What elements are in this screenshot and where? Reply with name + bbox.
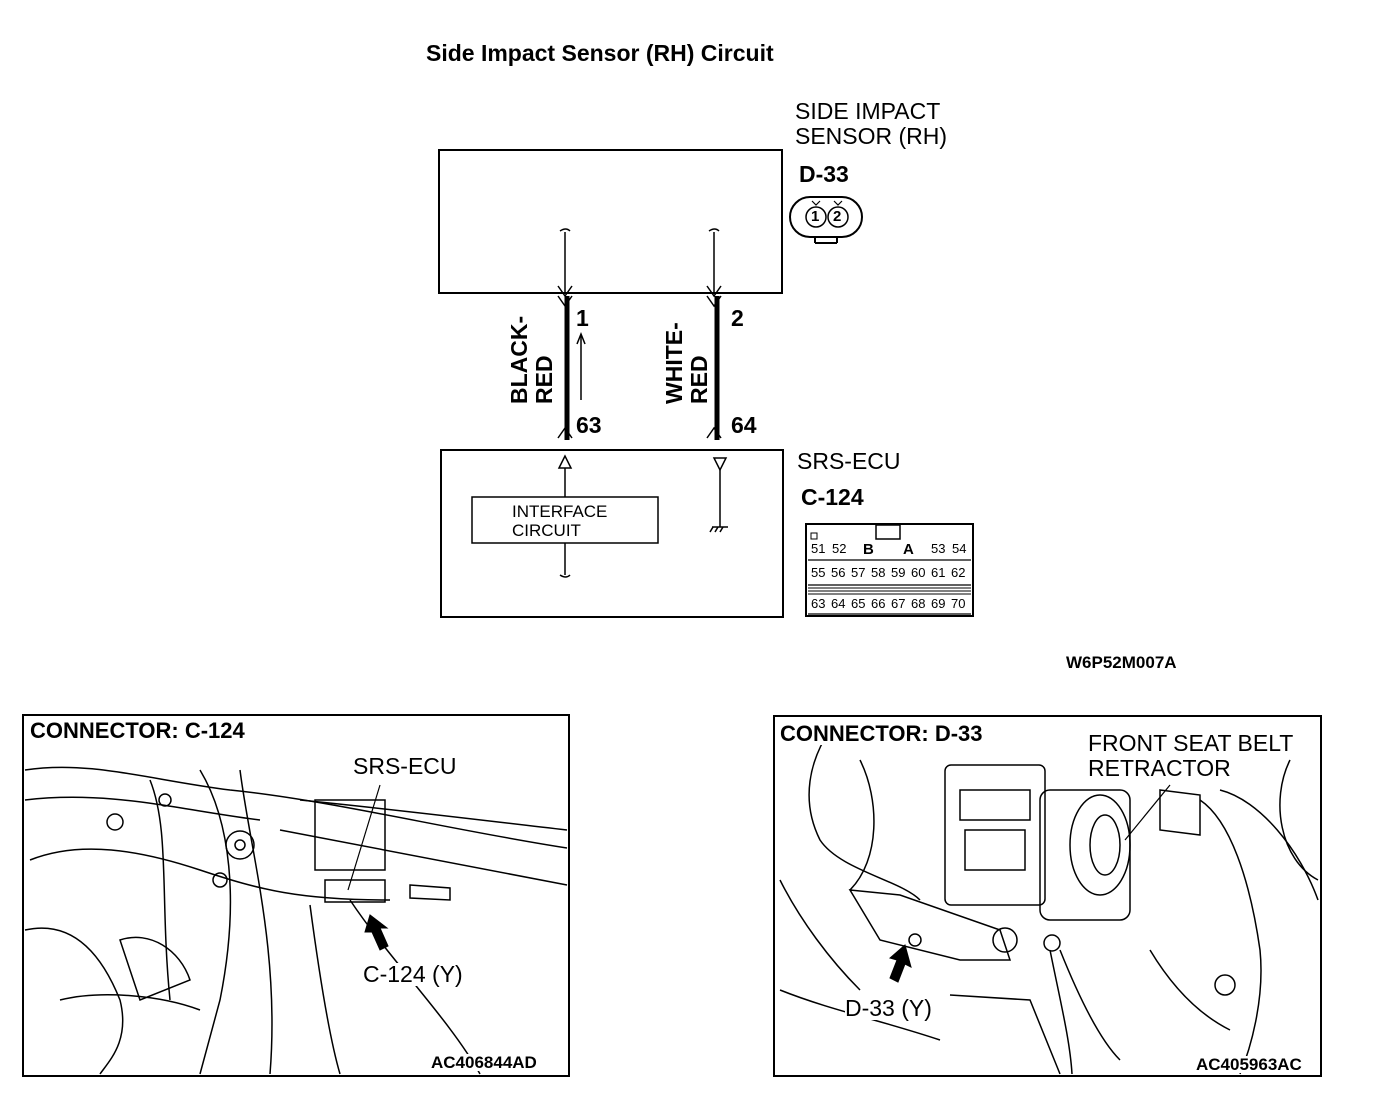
panel-c124-part-label: SRS-ECU — [353, 753, 457, 779]
c124-pin: 59 — [891, 565, 906, 580]
c124-pin: 64 — [831, 596, 846, 611]
sensor-label-line1: SIDE IMPACT — [795, 98, 941, 124]
sensor-pin-2: 2 — [833, 208, 842, 225]
c124-pin: 68 — [911, 596, 926, 611]
c124-pin: 60 — [911, 565, 926, 580]
diagram-title: Side Impact Sensor (RH) Circuit — [426, 40, 774, 66]
c124-pin: 62 — [951, 565, 966, 580]
wire-1 — [557, 228, 586, 440]
panel-c124-title: CONNECTOR: C-124 — [30, 718, 245, 743]
c124-pin: 65 — [851, 596, 866, 611]
connector-d33-photo — [773, 715, 1322, 1077]
c124-pin: 69 — [931, 596, 946, 611]
c124-pin: 70 — [951, 596, 966, 611]
wire-2-sensor-pin: 2 — [731, 305, 744, 331]
c124-pin: 53 — [931, 541, 946, 556]
ecu-box — [440, 449, 784, 618]
diagram-code: W6P52M007A — [1066, 653, 1177, 672]
panel-c124-connector-label: C-124 (Y) — [363, 961, 463, 987]
c124-pin: 63 — [811, 596, 826, 611]
ecu-connector-id: C-124 — [801, 484, 864, 510]
interface-label-line2: CIRCUIT — [512, 521, 581, 540]
c124-pin-group: A — [903, 541, 914, 558]
wire-1-color-line2: RED — [531, 355, 557, 404]
c124-pin: 66 — [871, 596, 886, 611]
panel-d33-title: CONNECTOR: D-33 — [780, 721, 983, 746]
c124-connector-icon — [805, 523, 974, 617]
ecu-internal-wiring — [557, 454, 728, 578]
c124-pin: 55 — [811, 565, 826, 580]
wire-2 — [706, 228, 722, 440]
wire-2-color-line2: RED — [686, 355, 712, 404]
panel-d33-part-line1: FRONT SEAT BELT — [1088, 730, 1294, 756]
ecu-label: SRS-ECU — [797, 448, 901, 474]
panel-d33-connector-label: D-33 (Y) — [845, 995, 932, 1021]
connector-c124-photo — [22, 714, 570, 1077]
sensor-connector-id: D-33 — [799, 161, 849, 187]
c124-pin: 67 — [891, 596, 906, 611]
panel-c124-code: AC406844AD — [431, 1053, 537, 1072]
sensor-label-line2: SENSOR (RH) — [795, 123, 948, 149]
panel-d33-code: AC405963AC — [1196, 1055, 1302, 1074]
c124-pin: 54 — [952, 541, 967, 556]
c124-pin: 57 — [851, 565, 866, 580]
wire-2-color-line1: WHITE- — [661, 322, 687, 404]
interface-label-line1: INTERFACE — [512, 502, 608, 521]
sensor-box — [438, 149, 783, 294]
d33-connector-icon — [789, 196, 863, 244]
c124-pin: 52 — [832, 541, 847, 556]
sensor-pin-1: 1 — [811, 208, 820, 225]
c124-pin: 56 — [831, 565, 846, 580]
c124-pin: 51 — [811, 541, 826, 556]
panel-d33-part-line2: RETRACTOR — [1088, 755, 1231, 781]
c124-pin: 61 — [931, 565, 946, 580]
c124-pin: 58 — [871, 565, 886, 580]
wire-1-color-line1: BLACK- — [506, 315, 532, 404]
wire-1-sensor-pin: 1 — [576, 305, 589, 331]
c124-pin-group: B — [863, 541, 874, 558]
wire-2-ecu-pin: 64 — [731, 412, 757, 438]
wire-1-ecu-pin: 63 — [576, 412, 602, 438]
interface-circuit-box — [471, 496, 659, 544]
